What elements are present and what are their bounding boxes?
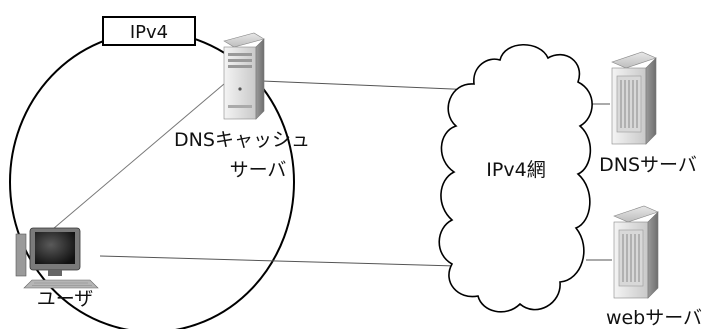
link-cache-to-user: [39, 83, 225, 241]
server-tower-icon: [223, 32, 265, 120]
server-tower-icon: [613, 205, 659, 299]
dns-cache-label-line1: DNSキャッシュ: [174, 129, 310, 151]
link-cache-to-cloud: [261, 80, 477, 91]
desktop-computer-icon: [15, 227, 99, 289]
dns-server-label: DNSサーバ: [599, 154, 697, 176]
dns-cache-label-line2: サーバ: [230, 159, 287, 181]
cloud-label: IPv4網: [486, 159, 545, 181]
ipv4-tag-label: IPv4: [130, 22, 168, 43]
user-label: ユーザ: [37, 288, 94, 310]
link-user-to-cloud: [99, 255, 457, 267]
ipv4-network-cloud: [438, 44, 593, 313]
ipv4-tag: IPv4: [102, 16, 196, 46]
web-server-label: webサーバ: [606, 307, 702, 329]
server-tower-icon: [611, 51, 657, 145]
